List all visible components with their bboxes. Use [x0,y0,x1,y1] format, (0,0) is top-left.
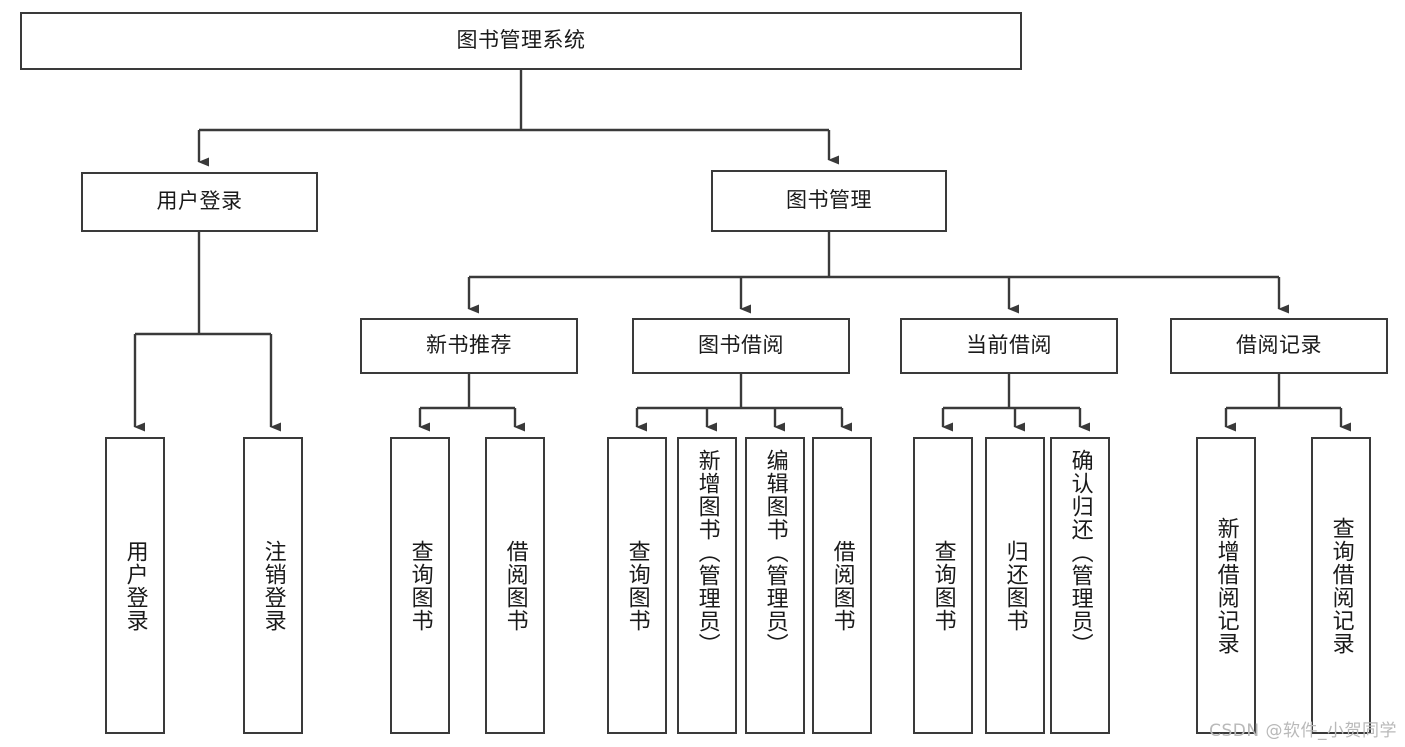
node-leaf-user-login-logout[interactable]: 注销登录 [243,437,303,734]
node-new-book-recommend[interactable]: 新书推荐 [360,318,578,374]
node-book-borrow-label: 图书借阅 [698,333,784,358]
node-current-borrow-label: 当前借阅 [966,333,1052,358]
node-new-book-recommend-label: 新书推荐 [426,333,512,358]
node-leaf-label: 编辑图书（管理员） [762,449,788,656]
node-leaf-borrow-edit[interactable]: 编辑图书（管理员） [745,437,805,734]
node-book-management[interactable]: 图书管理 [711,170,947,232]
node-book-management-label: 图书管理 [786,188,872,213]
node-leaf-label: 查询借阅记录 [1328,516,1354,655]
node-leaf-user-login-login[interactable]: 用户登录 [105,437,165,734]
node-leaf-current-confirm-return[interactable]: 确认归还（管理员） [1050,437,1110,734]
node-leaf-label: 用户登录 [122,539,148,632]
node-leaf-borrow-lend[interactable]: 借阅图书 [812,437,872,734]
node-current-borrow[interactable]: 当前借阅 [900,318,1118,374]
node-leaf-label: 借阅图书 [829,539,855,632]
node-leaf-borrow-add[interactable]: 新增图书（管理员） [677,437,737,734]
node-leaf-new-book-query[interactable]: 查询图书 [390,437,450,734]
node-leaf-label: 确认归还（管理员） [1067,449,1093,656]
node-leaf-label: 查询图书 [930,539,956,632]
node-leaf-current-return[interactable]: 归还图书 [985,437,1045,734]
node-borrow-record-label: 借阅记录 [1236,333,1322,358]
node-leaf-label: 查询图书 [624,539,650,632]
node-borrow-record[interactable]: 借阅记录 [1170,318,1388,374]
node-leaf-label: 新增借阅记录 [1213,516,1239,655]
node-leaf-record-add[interactable]: 新增借阅记录 [1196,437,1256,734]
node-leaf-label: 归还图书 [1002,539,1028,632]
node-leaf-record-query[interactable]: 查询借阅记录 [1311,437,1371,734]
node-leaf-new-book-borrow[interactable]: 借阅图书 [485,437,545,734]
node-leaf-label: 借阅图书 [502,539,528,632]
node-root[interactable]: 图书管理系统 [20,12,1022,70]
node-root-label: 图书管理系统 [456,28,586,53]
node-leaf-label: 查询图书 [407,539,433,632]
node-leaf-label: 新增图书（管理员） [694,449,720,656]
node-leaf-borrow-query[interactable]: 查询图书 [607,437,667,734]
node-leaf-label: 注销登录 [260,539,286,632]
node-user-login[interactable]: 用户登录 [81,172,318,232]
node-user-login-label: 用户登录 [156,189,243,214]
node-book-borrow[interactable]: 图书借阅 [632,318,850,374]
node-leaf-current-query[interactable]: 查询图书 [913,437,973,734]
